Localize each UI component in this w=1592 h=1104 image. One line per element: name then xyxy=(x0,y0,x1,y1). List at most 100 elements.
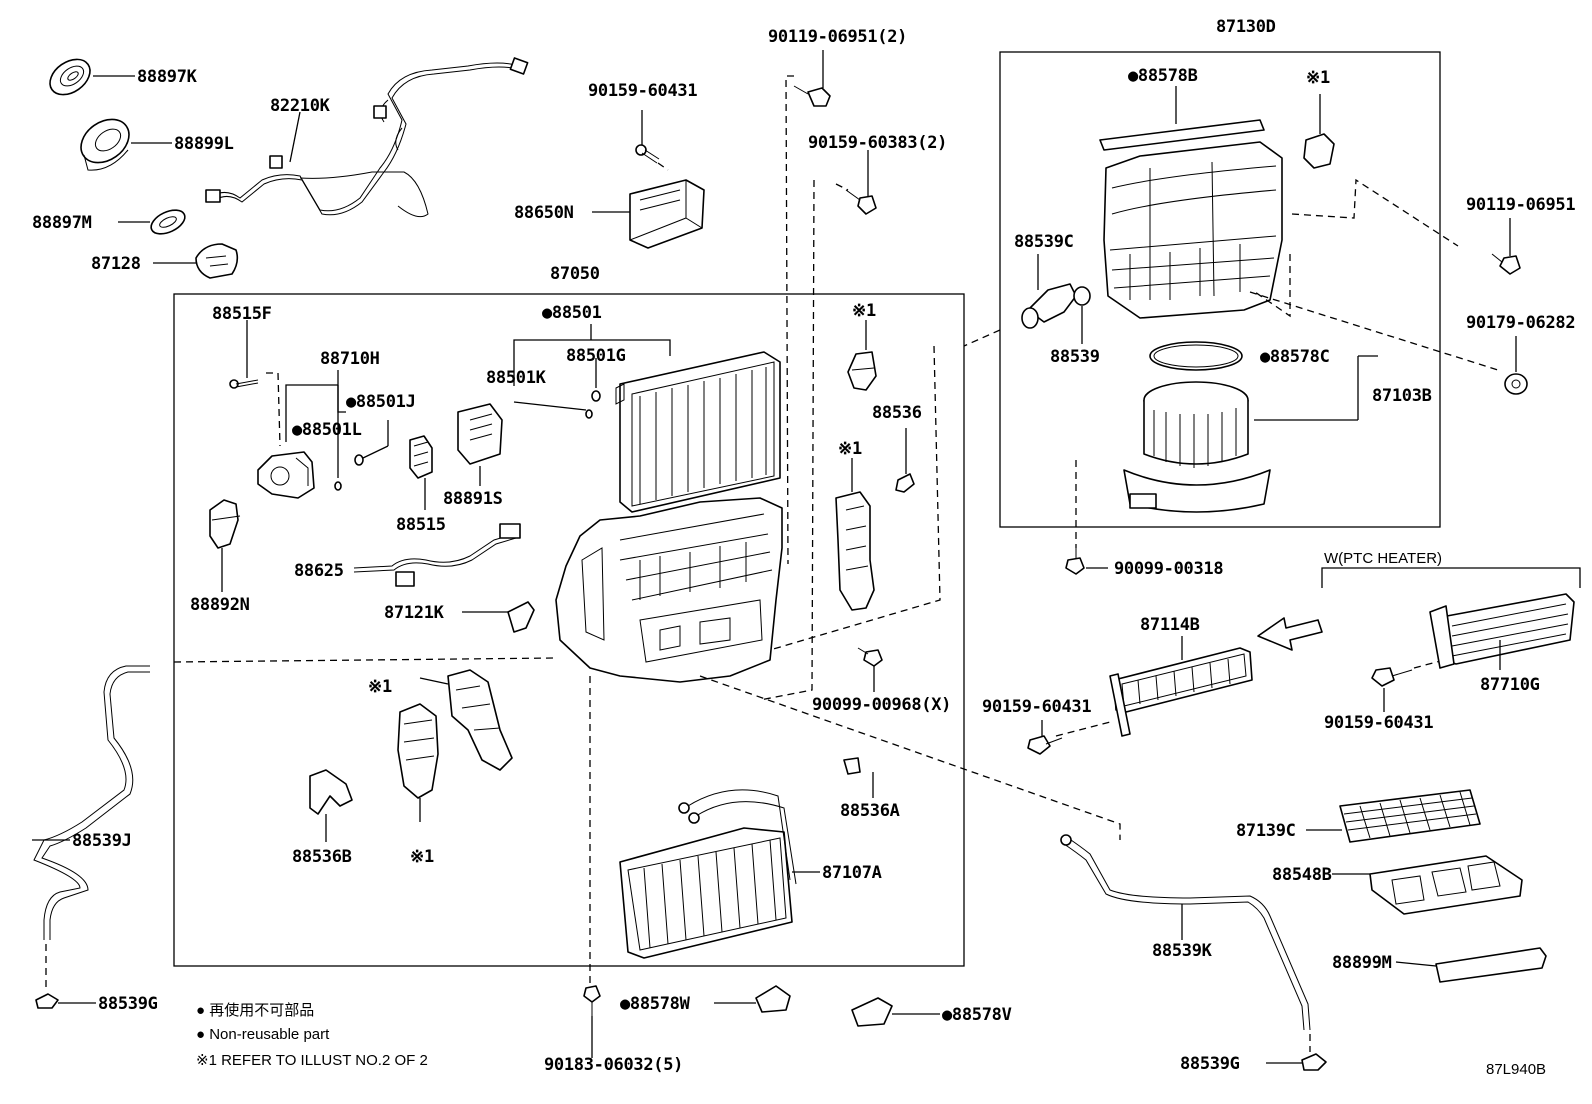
label-88515: 88515 xyxy=(396,515,446,535)
duct-88539C xyxy=(1021,283,1077,329)
clip-88539G-left xyxy=(35,993,59,1009)
blower-unit-frame xyxy=(999,51,1441,528)
label-88536A: 88536A xyxy=(840,801,900,821)
label-87050: 87050 xyxy=(550,264,600,284)
label-88536B: 88536B xyxy=(292,847,352,867)
label-88539G-left: 88539G xyxy=(98,994,158,1014)
air-flow-arrow xyxy=(1257,617,1323,651)
label-87128: 87128 xyxy=(91,254,141,274)
clip-88536A xyxy=(843,757,861,775)
label-90119-06951: 90119-06951 xyxy=(1466,195,1575,215)
legend-line-en: ● Non-reusable part xyxy=(196,1026,330,1043)
label-88625: 88625 xyxy=(294,561,344,581)
wire-harness-82210K xyxy=(205,57,529,218)
ptc-frame-87114B xyxy=(1109,647,1253,737)
seal-88578V xyxy=(851,997,893,1027)
legend: ● 再使用不可部品 ● Non-reusable part ※1 REFER T… xyxy=(196,1002,428,1069)
damper-link-ref-b xyxy=(835,491,875,611)
damper-88515 xyxy=(409,435,433,479)
label-88536: 88536 xyxy=(872,403,922,423)
oring-88501J xyxy=(354,454,364,466)
connector-87128 xyxy=(195,243,239,279)
label-88578W: ●88578W xyxy=(620,994,691,1014)
label-88578C: ●88578C xyxy=(1260,347,1330,367)
label-ref1-d: ※1 xyxy=(410,847,434,867)
heater-core-87107A xyxy=(619,789,797,959)
label-88539K: 88539K xyxy=(1152,941,1213,961)
label-88539C: 88539C xyxy=(1014,232,1074,252)
seal-88578B xyxy=(1099,119,1265,151)
label-ref1-a: ※1 xyxy=(852,301,876,321)
screw-90099-00968 xyxy=(857,647,883,667)
screw-90183-06032 xyxy=(583,985,601,1016)
label-90159-60383-2: 90159-60383(2) xyxy=(808,133,947,153)
label-88539G-right: 88539G xyxy=(1180,1054,1240,1074)
label-ptc-heater-note: W(PTC HEATER) xyxy=(1324,550,1442,567)
label-82210K: 82210K xyxy=(270,96,331,116)
label-88899M: 88899M xyxy=(1332,953,1392,973)
label-90119-06951-2: 90119-06951(2) xyxy=(768,27,907,47)
label-87139C: 87139C xyxy=(1236,821,1296,841)
hvac-case-87050 xyxy=(555,497,783,683)
label-88578V: ●88578V xyxy=(942,1005,1012,1025)
screw-90119-06951-top xyxy=(793,85,831,107)
label-90159-60431-mid: 90159-60431 xyxy=(982,697,1091,717)
screw-90119-06951 xyxy=(1491,253,1521,275)
grommet-88899L xyxy=(80,118,130,171)
seal-88578W xyxy=(755,985,791,1013)
screw-88515F xyxy=(229,379,259,389)
label-87103B: 87103B xyxy=(1372,386,1432,406)
label-88650N: 88650N xyxy=(514,203,574,223)
clip-88539G-right xyxy=(1301,1053,1327,1071)
evaporator-88501 xyxy=(615,351,781,513)
nut-90179-06282 xyxy=(1504,373,1528,395)
clip-88539 xyxy=(1073,286,1091,306)
label-88578B: ●88578B xyxy=(1128,66,1198,86)
label-88515F: 88515F xyxy=(212,304,272,324)
grommet-88897K xyxy=(49,58,91,96)
label-88899L: 88899L xyxy=(174,134,234,154)
blower-motor-87103B xyxy=(1123,381,1271,513)
screw-90099-00318 xyxy=(1065,548,1085,575)
label-90099-00318: 90099-00318 xyxy=(1114,559,1223,579)
servo-ref-c xyxy=(447,669,513,771)
servo-ref-e xyxy=(1303,133,1335,169)
flap-servo-ref-a xyxy=(847,351,877,391)
label-87710G: 87710G xyxy=(1480,675,1540,695)
oring-88501K xyxy=(585,409,593,419)
label-90099-00968: 90099-00968(X) xyxy=(812,695,951,715)
bracket-87121K xyxy=(507,601,535,633)
bracket-88650N xyxy=(629,179,705,249)
filter-87139C xyxy=(1339,789,1481,843)
label-88501: ●88501 xyxy=(542,303,602,323)
ptc-heater-87710G xyxy=(1429,593,1575,669)
actuator-88891S xyxy=(457,403,503,465)
clip-88536B xyxy=(309,769,353,815)
drain-hose-88539K xyxy=(1060,834,1311,1031)
screw-90159-60431-top xyxy=(635,144,660,164)
label-88548B: 88548B xyxy=(1272,865,1332,885)
oring-88578C xyxy=(1149,341,1243,371)
legend-line-jp: ● 再使用不可部品 xyxy=(196,1002,314,1019)
label-88891S: 88891S xyxy=(443,489,503,509)
label-90179-06282: 90179-06282 xyxy=(1466,313,1575,333)
wire-88625 xyxy=(353,523,521,587)
clip-88536 xyxy=(895,473,915,493)
sensor-88892N xyxy=(209,499,241,549)
label-88897M: 88897M xyxy=(32,213,92,233)
oring-88501G xyxy=(591,390,601,402)
screw-90159-60431-right xyxy=(1371,667,1413,687)
label-88710H: 88710H xyxy=(320,349,380,369)
legend-line-ref: ※1 REFER TO ILLUST NO.2 OF 2 xyxy=(196,1052,428,1069)
servo-88710H xyxy=(257,451,315,499)
label-90159-60431-right: 90159-60431 xyxy=(1324,713,1433,733)
filter-cover-88548B xyxy=(1369,855,1523,915)
servo-ref-d xyxy=(397,703,439,799)
label-ref1-c: ※1 xyxy=(368,677,392,697)
drain-hose-88539J xyxy=(33,665,150,940)
label-88501G: 88501G xyxy=(566,346,626,366)
label-87130D: 87130D xyxy=(1216,17,1276,37)
part-labels: 88897K 88899L 88897M 87128 82210K 90159-… xyxy=(32,17,1576,1075)
